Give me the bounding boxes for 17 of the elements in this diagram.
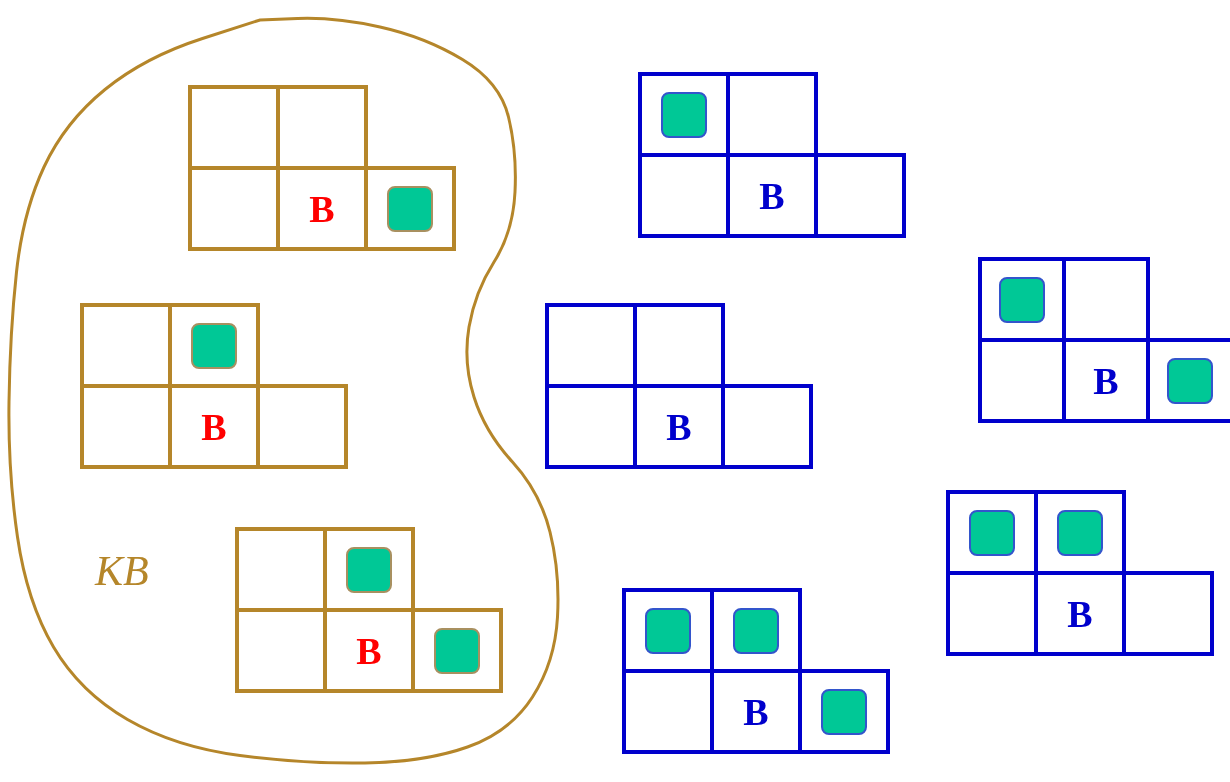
cell-grid bbox=[946, 490, 1214, 656]
cell-letter: B bbox=[742, 692, 770, 731]
cell-letter: B bbox=[665, 407, 693, 446]
cell-letter: B bbox=[1066, 594, 1094, 633]
cell-letter: B bbox=[200, 407, 228, 446]
cell-grid bbox=[978, 257, 1230, 423]
cell-grid bbox=[188, 85, 456, 251]
cell-grid bbox=[80, 303, 348, 469]
cell-grid bbox=[235, 527, 503, 693]
cell-letter: B bbox=[308, 189, 336, 228]
cell-letter: B bbox=[355, 631, 383, 670]
cell-grid bbox=[638, 72, 906, 238]
cell-grid bbox=[545, 303, 813, 469]
region-label: KB bbox=[95, 550, 149, 592]
cell-letter: B bbox=[758, 176, 786, 215]
cell-grid bbox=[622, 588, 890, 754]
cell-letter: B bbox=[1092, 361, 1120, 400]
